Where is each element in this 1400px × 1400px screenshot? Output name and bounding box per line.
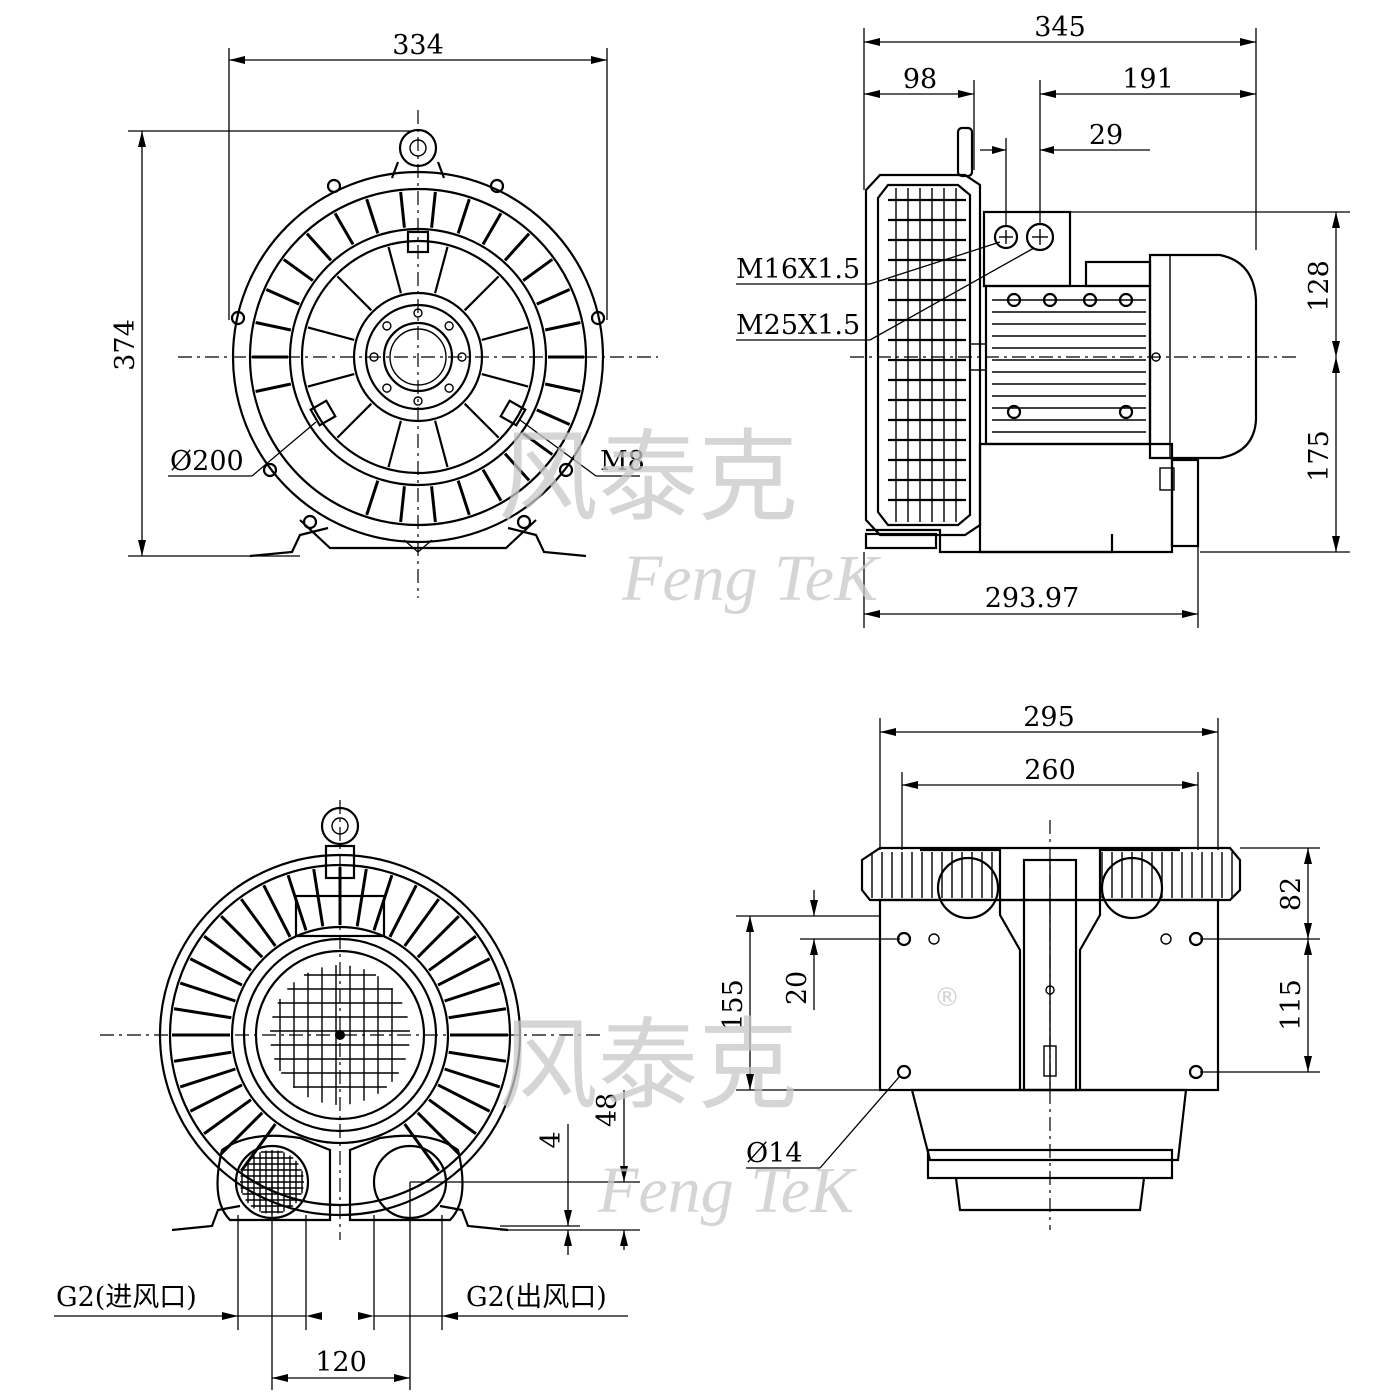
mount-hole-label: Ø14 (746, 1138, 803, 1169)
thread-large-label: M25X1.5 (736, 310, 860, 341)
outlet-callout: G2(出风口) (358, 1215, 628, 1330)
side-overall-length-label: 345 (1034, 12, 1086, 43)
watermark-chinese: 风泰克 (498, 419, 798, 536)
top-height-lower-dimension: 115 (1200, 939, 1320, 1073)
front-view (178, 110, 658, 598)
outlet-label: G2(出风口) (466, 1282, 607, 1313)
port-spacing-dimension: 120 (271, 1182, 411, 1390)
top-height-upper-label: 82 (1276, 877, 1307, 911)
watermark-top: 风泰克 Feng TeK (498, 419, 881, 615)
thread-callouts: M16X1.5 M25X1.5 (736, 241, 1035, 341)
watermark-english-lower: Feng TeK (597, 1154, 857, 1227)
top-left-20-dimension: 20 (782, 890, 900, 1010)
front-height-label: 374 (110, 319, 141, 371)
top-height-lower-label: 115 (1276, 979, 1307, 1031)
top-height-upper-dimension: 82 (1200, 847, 1320, 940)
side-motor-length-label: 191 (1122, 64, 1174, 95)
side-terminal-offset-dimension: 29 (980, 120, 1150, 225)
thread-small-label: M16X1.5 (736, 254, 860, 285)
inlet-label: G2(进风口) (56, 1282, 197, 1313)
top-hole-spacing-dimension: 260 (901, 755, 1199, 850)
side-overall-length-dimension: 345 (863, 12, 1257, 250)
port-spacing-label: 120 (315, 1347, 367, 1378)
rear-view (100, 800, 600, 1240)
top-left-155-label: 155 (718, 979, 749, 1031)
bore-diameter-label: Ø200 (170, 446, 244, 477)
rear-height-4-label: 4 (536, 1131, 567, 1148)
watermark-bottom: 风泰克 ® Feng TeK (498, 983, 960, 1227)
watermark-chinese-lower: 风泰克 (498, 1007, 798, 1124)
side-lower-height-dimension: 175 (1200, 357, 1350, 553)
bolt-callout: M8 (519, 419, 645, 477)
bore-diameter-callout: Ø200 (168, 421, 317, 477)
mount-hole-callout: Ø14 (746, 1075, 901, 1169)
top-overall-width-label: 295 (1023, 702, 1075, 733)
side-terminal-offset-label: 29 (1089, 120, 1123, 151)
top-left-20-label: 20 (782, 971, 813, 1005)
front-height-dimension: 374 (110, 130, 410, 557)
side-motor-length-dimension: 191 (1039, 64, 1256, 225)
watermark-english: Feng TeK (621, 542, 881, 615)
side-base-length-label: 293.97 (985, 583, 1079, 614)
side-upper-height-label: 128 (1304, 260, 1335, 312)
inlet-callout: G2(进风口) (54, 1215, 322, 1330)
top-hole-spacing-label: 260 (1024, 755, 1076, 786)
side-motor-offset-dimension: 98 (864, 64, 975, 170)
top-left-155-dimension: 155 (718, 915, 912, 1091)
top-view (860, 820, 1242, 1230)
side-base-length-dimension: 293.97 (863, 546, 1199, 628)
side-motor-offset-label: 98 (903, 64, 937, 95)
watermark-registered: ® (934, 983, 960, 1013)
front-width-label: 334 (392, 30, 444, 61)
rear-height-48-dimension: 48 (410, 1090, 640, 1250)
rear-height-48-label: 48 (592, 1093, 623, 1127)
side-upper-height-dimension: 128 (1070, 211, 1350, 357)
side-view (850, 126, 1300, 554)
front-width-dimension: 334 (228, 30, 608, 320)
rear-height-4-dimension: 4 (500, 1124, 580, 1255)
side-lower-height-label: 175 (1304, 430, 1335, 482)
bolt-label: M8 (600, 446, 645, 477)
top-overall-width-dimension: 295 (879, 702, 1219, 850)
